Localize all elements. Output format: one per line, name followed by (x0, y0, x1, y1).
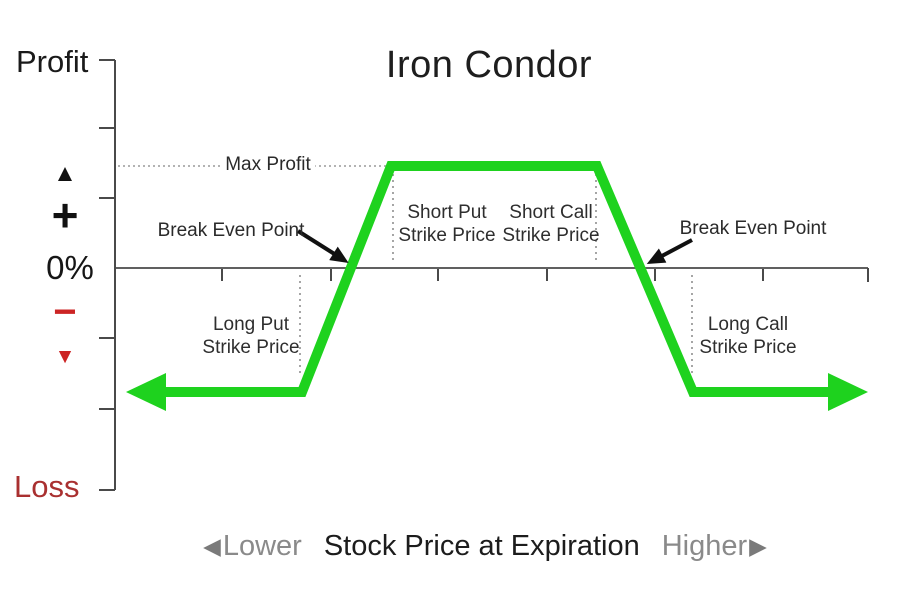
profit-plus-icon: + (51, 189, 79, 241)
loss-minus-icon: − (53, 290, 77, 334)
long-call-strike-label: Long Call Strike Price (699, 314, 797, 358)
strike-guides (299, 174, 693, 374)
short-call-strike-label: Short Call Strike Price (502, 202, 600, 246)
lower-left-triangle-icon: ◀ (203, 533, 221, 559)
chart-title: Iron Condor (385, 44, 593, 86)
loss-down-triangle-icon: ▼ (54, 345, 76, 368)
break-even-right-arrow-icon (646, 238, 693, 265)
profit-up-triangle-icon: ▲ (53, 160, 77, 187)
stock-price-at-expiration-label: Stock Price at Expiration (323, 530, 640, 562)
break-even-left-arrow-icon (296, 229, 349, 264)
payoff-line (160, 161, 836, 397)
x-axis-caption: ◀ Lower Stock Price at Expiration Higher… (201, 530, 769, 563)
long-put-strike-label: Long Put Strike Price (202, 314, 300, 358)
short-put-strike-label: Short Put Strike Price (398, 202, 496, 246)
higher-right-triangle-icon: ▶ (749, 533, 767, 559)
zero-percent-label: 0% (46, 249, 94, 286)
max-profit-label: Max Profit (221, 154, 315, 176)
y-axis-loss-label: Loss (14, 469, 80, 504)
break-even-right-label: Break Even Point (679, 218, 827, 239)
y-axis-profit-label: Profit (16, 44, 89, 79)
lower-label: Lower (222, 530, 302, 562)
payoff-right-arrowhead-icon (828, 373, 868, 411)
zero-axis (115, 267, 869, 282)
y-axis (99, 59, 116, 491)
payoff-left-arrowhead-icon (126, 373, 166, 411)
break-even-left-label: Break Even Point (157, 220, 305, 241)
higher-label: Higher (661, 530, 748, 562)
